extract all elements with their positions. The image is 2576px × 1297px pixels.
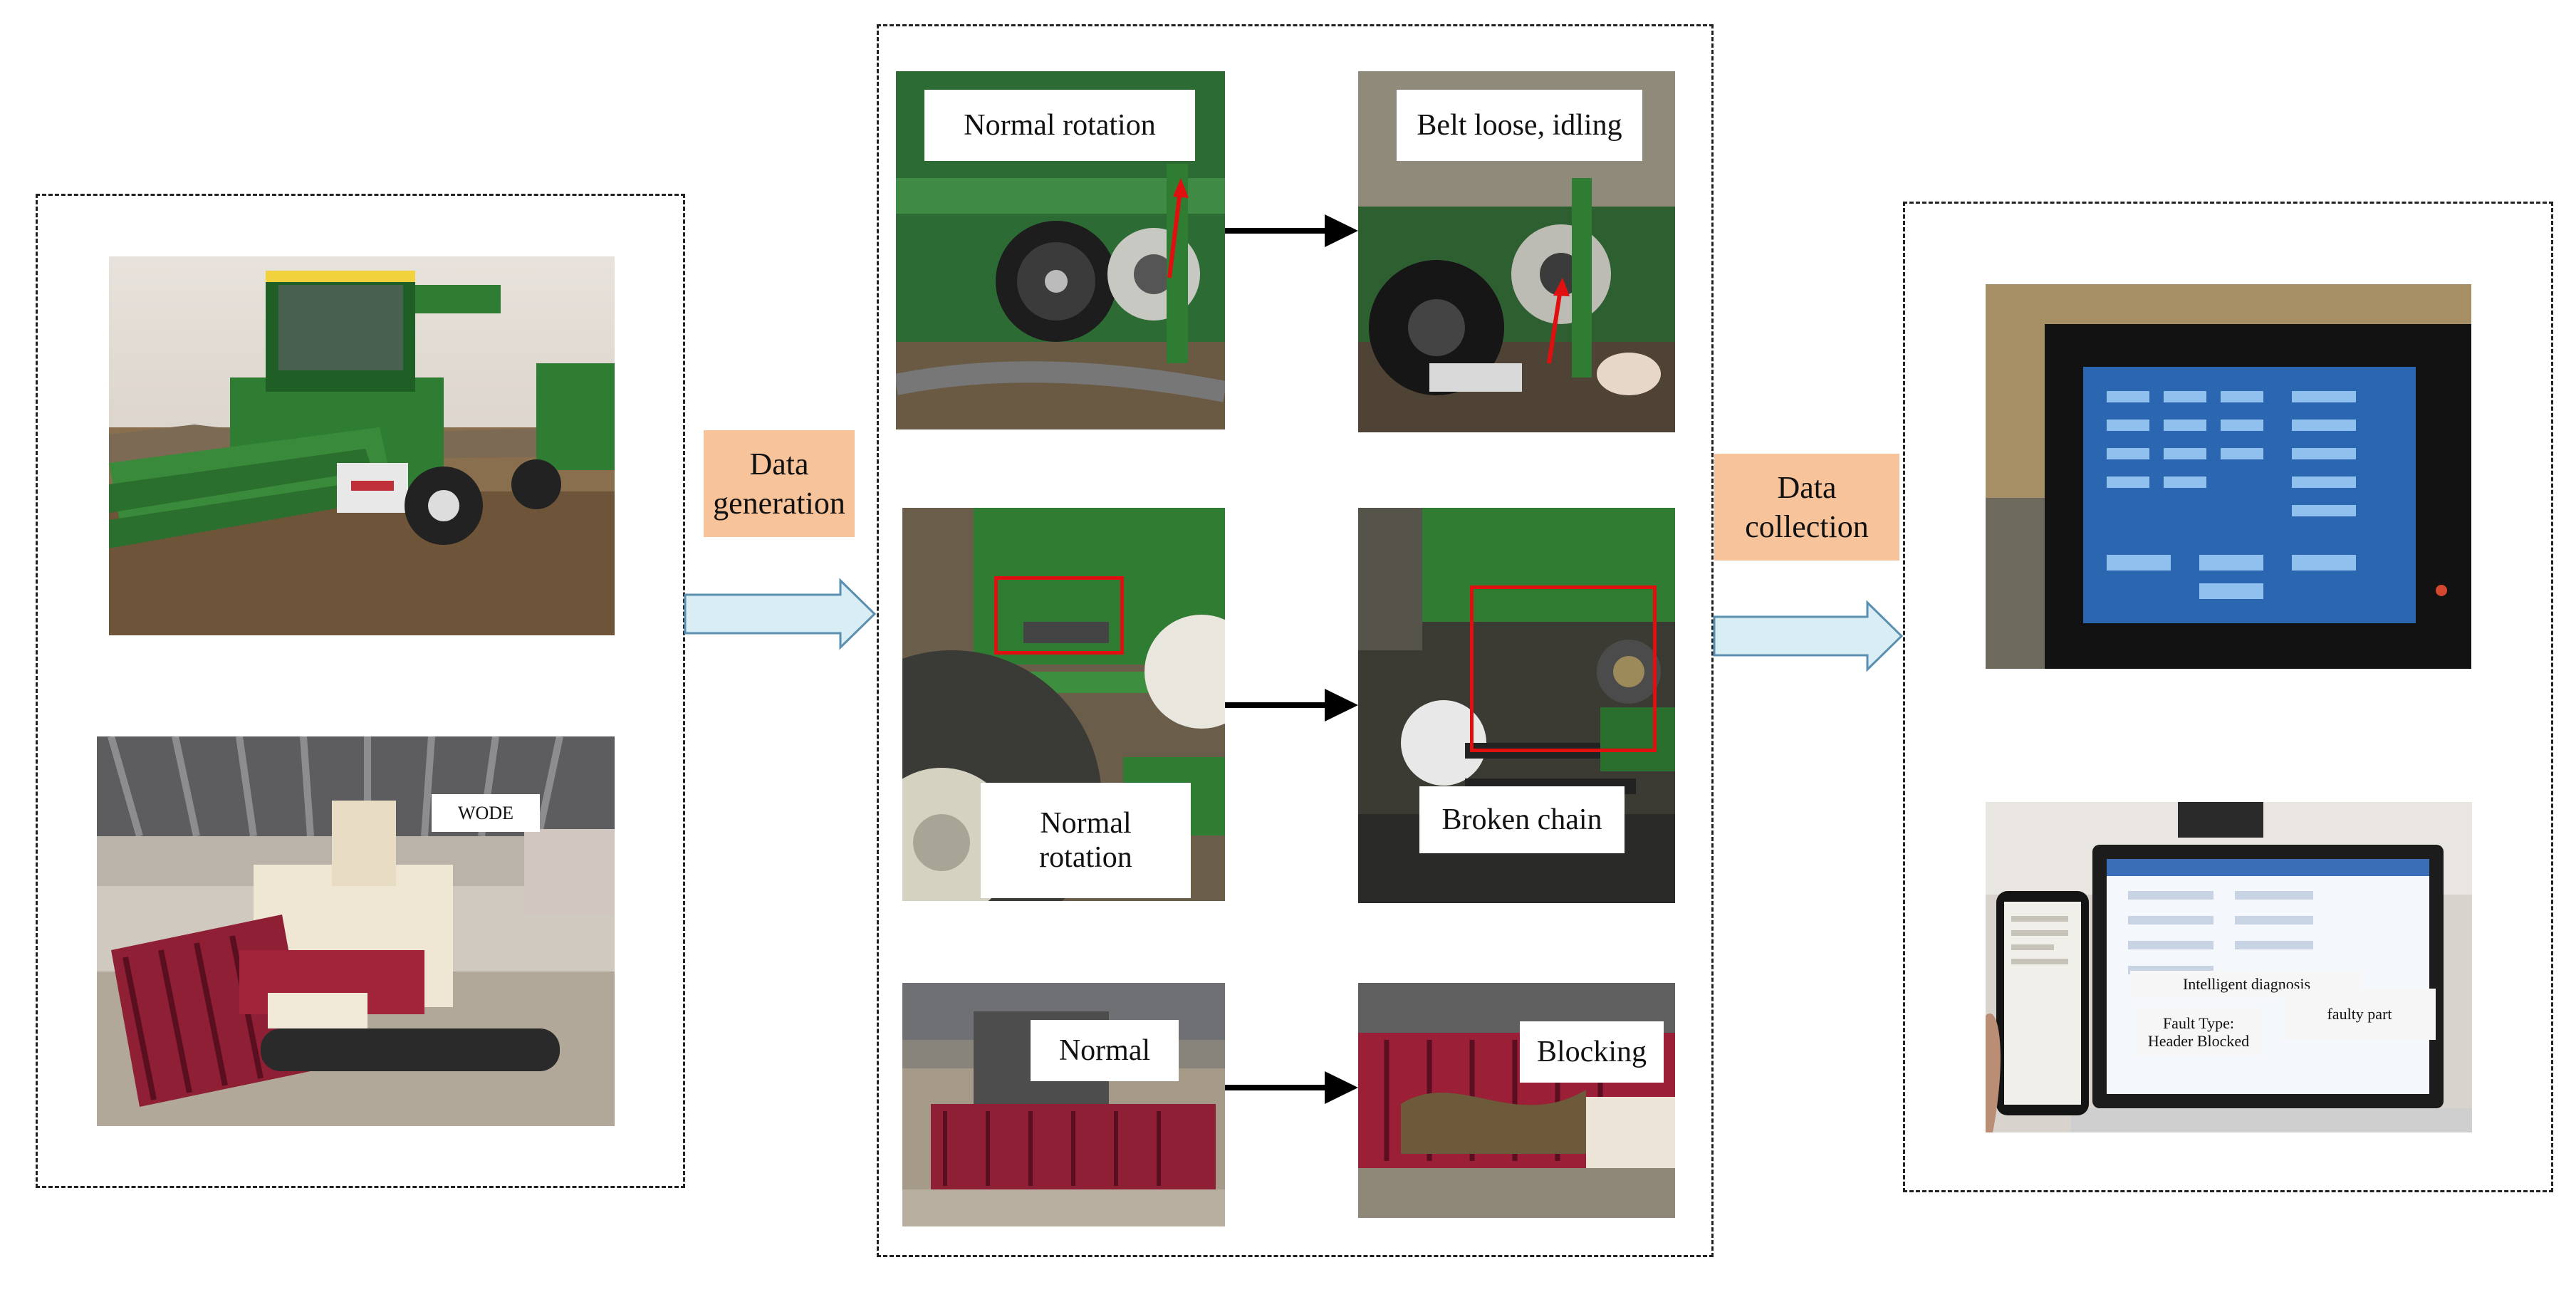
header-fault-photo: Blocking bbox=[1358, 983, 1675, 1218]
header-fault-flow-arrow bbox=[1225, 1071, 1358, 1104]
chain-normal-photo: Normal rotation bbox=[902, 508, 1225, 901]
corn-harvester-photo bbox=[109, 256, 615, 635]
diagnosis-devices-photo: Intelligent diagnosis Fault Type: Header… bbox=[1986, 802, 2472, 1132]
belt-fault-label: Belt loose, idling bbox=[1397, 90, 1642, 161]
wheat-harvester-brand-label: WODE bbox=[432, 794, 540, 832]
data-collection-tag: Data collection bbox=[1714, 454, 1899, 561]
chain-fault-photo: Broken chain bbox=[1358, 508, 1675, 903]
faulty-part-label: faulty part bbox=[2283, 989, 2436, 1040]
belt-fault-flow-arrow bbox=[1225, 214, 1358, 247]
data-generation-tag: Data generation bbox=[704, 430, 855, 537]
cab-terminal-illustration bbox=[1986, 284, 2471, 669]
data-generation-block-arrow bbox=[684, 578, 877, 650]
chain-normal-label: Normal rotation bbox=[981, 783, 1191, 898]
header-normal-photo: Normal bbox=[902, 983, 1225, 1226]
chain-normal-highlight-box bbox=[994, 576, 1124, 655]
chain-fault-highlight-box bbox=[1470, 585, 1657, 752]
belt-fault-photo: Belt loose, idling bbox=[1358, 71, 1675, 432]
corn-harvester-illustration bbox=[109, 256, 615, 635]
header-normal-label: Normal bbox=[1031, 1020, 1179, 1081]
data-collection-block-arrow bbox=[1713, 600, 1904, 672]
header-fault-label: Blocking bbox=[1520, 1021, 1664, 1083]
chain-fault-flow-arrow bbox=[1225, 689, 1358, 722]
belt-normal-photo: Normal rotation bbox=[896, 71, 1225, 429]
harvester-source-panel bbox=[36, 194, 685, 1188]
belt-normal-label: Normal rotation bbox=[924, 90, 1195, 161]
wheat-harvester-illustration bbox=[97, 736, 615, 1126]
chain-fault-label: Broken chain bbox=[1419, 786, 1625, 853]
belt-pulley-loose-illustration bbox=[1358, 71, 1675, 432]
cab-terminal-photo bbox=[1986, 284, 2471, 669]
fault-data-panel bbox=[877, 24, 1714, 1257]
data-collection-panel bbox=[1903, 202, 2553, 1192]
wheat-harvester-photo: WODE bbox=[97, 736, 615, 1126]
fault-type-label: Fault Type: Header Blocked bbox=[2135, 1008, 2262, 1056]
